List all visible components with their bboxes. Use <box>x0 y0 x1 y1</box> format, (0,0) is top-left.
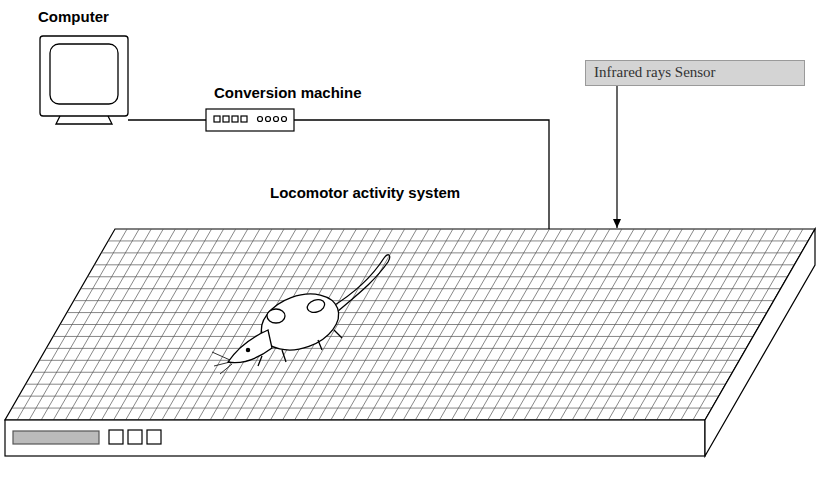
grid-line <box>331 229 441 420</box>
grid-line <box>488 229 598 420</box>
mouse <box>212 255 390 374</box>
grid-line <box>53 229 163 420</box>
grid-line <box>548 229 658 420</box>
grid-line <box>126 229 236 420</box>
grid-line <box>102 229 212 420</box>
grid-line <box>138 229 248 420</box>
grid-line <box>343 229 453 420</box>
grid-line <box>500 229 610 420</box>
grid-line <box>77 229 187 420</box>
conversion-machine <box>206 109 294 131</box>
grid-line <box>621 229 731 420</box>
grid-line <box>246 229 356 420</box>
grid-line <box>427 229 537 420</box>
grid-line <box>355 229 465 420</box>
grid-line <box>65 229 175 420</box>
grid-line <box>693 229 803 420</box>
grid-line <box>596 229 706 420</box>
grid-line <box>584 229 694 420</box>
heading-label: Computer <box>38 8 109 25</box>
grid-line <box>415 229 525 420</box>
locomotor-platform <box>5 229 815 456</box>
grid-line <box>114 229 224 420</box>
grid-line <box>29 229 139 420</box>
wire <box>128 120 549 229</box>
grid-line <box>89 229 199 420</box>
grid-line <box>524 229 634 420</box>
grid-line <box>452 229 562 420</box>
sensor-label: Infrared rays Sensor <box>594 64 796 81</box>
grid-line <box>403 229 513 420</box>
grid-line <box>476 229 586 420</box>
grid-line <box>536 229 646 420</box>
grid-line <box>572 229 682 420</box>
sensor-arrow <box>616 86 617 228</box>
grid-line <box>464 229 574 420</box>
grid-line <box>150 229 260 420</box>
grid-line <box>560 229 670 420</box>
grid-line <box>41 229 151 420</box>
grid-line <box>379 229 489 420</box>
grid-line <box>439 229 549 420</box>
grid-line <box>391 229 501 420</box>
grid-line <box>17 229 127 420</box>
sensor-label-box: Infrared rays Sensor <box>585 60 805 86</box>
grid-line <box>657 229 767 420</box>
grid-line <box>512 229 622 420</box>
grid-line <box>162 229 272 420</box>
grid-line <box>608 229 718 420</box>
part-label: Locomotor activity system <box>270 184 460 201</box>
part-label: Conversion machine <box>214 84 362 101</box>
computer-monitor <box>40 36 128 124</box>
